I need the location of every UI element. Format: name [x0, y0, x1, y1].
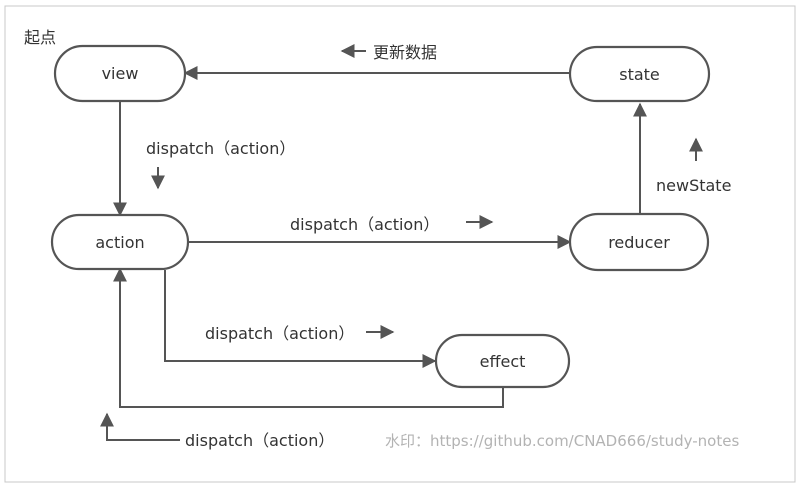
watermark: 水印：https://github.com/CNAD666/study-note… — [385, 432, 739, 450]
edge-label-action-to-effect: dispatch（action） — [205, 324, 354, 343]
node-reducer-label: reducer — [608, 233, 670, 252]
edge-effect-to-action — [113, 267, 504, 408]
node-view-label: view — [102, 64, 139, 83]
direction-arrow-bent-up-icon — [100, 412, 180, 441]
edge-label-state-to-view: 更新数据 — [373, 43, 437, 62]
node-effect: effect — [434, 333, 571, 389]
start-label: 起点 — [24, 28, 56, 47]
node-reducer: reducer — [568, 212, 710, 272]
edge-label-reducer-to-state: newState — [656, 176, 731, 195]
node-state: state — [568, 45, 711, 103]
node-state-label: state — [619, 65, 660, 84]
edge-label-effect-to-action: dispatch（action） — [185, 431, 334, 450]
edge-label-action-to-reducer: dispatch（action） — [290, 215, 439, 234]
node-effect-label: effect — [480, 352, 526, 371]
node-action-label: action — [95, 233, 144, 252]
node-action: action — [50, 213, 190, 271]
node-view: view — [53, 44, 187, 103]
edge-label-view-to-action: dispatch（action） — [146, 139, 295, 158]
edge-action-to-effect — [164, 270, 437, 368]
